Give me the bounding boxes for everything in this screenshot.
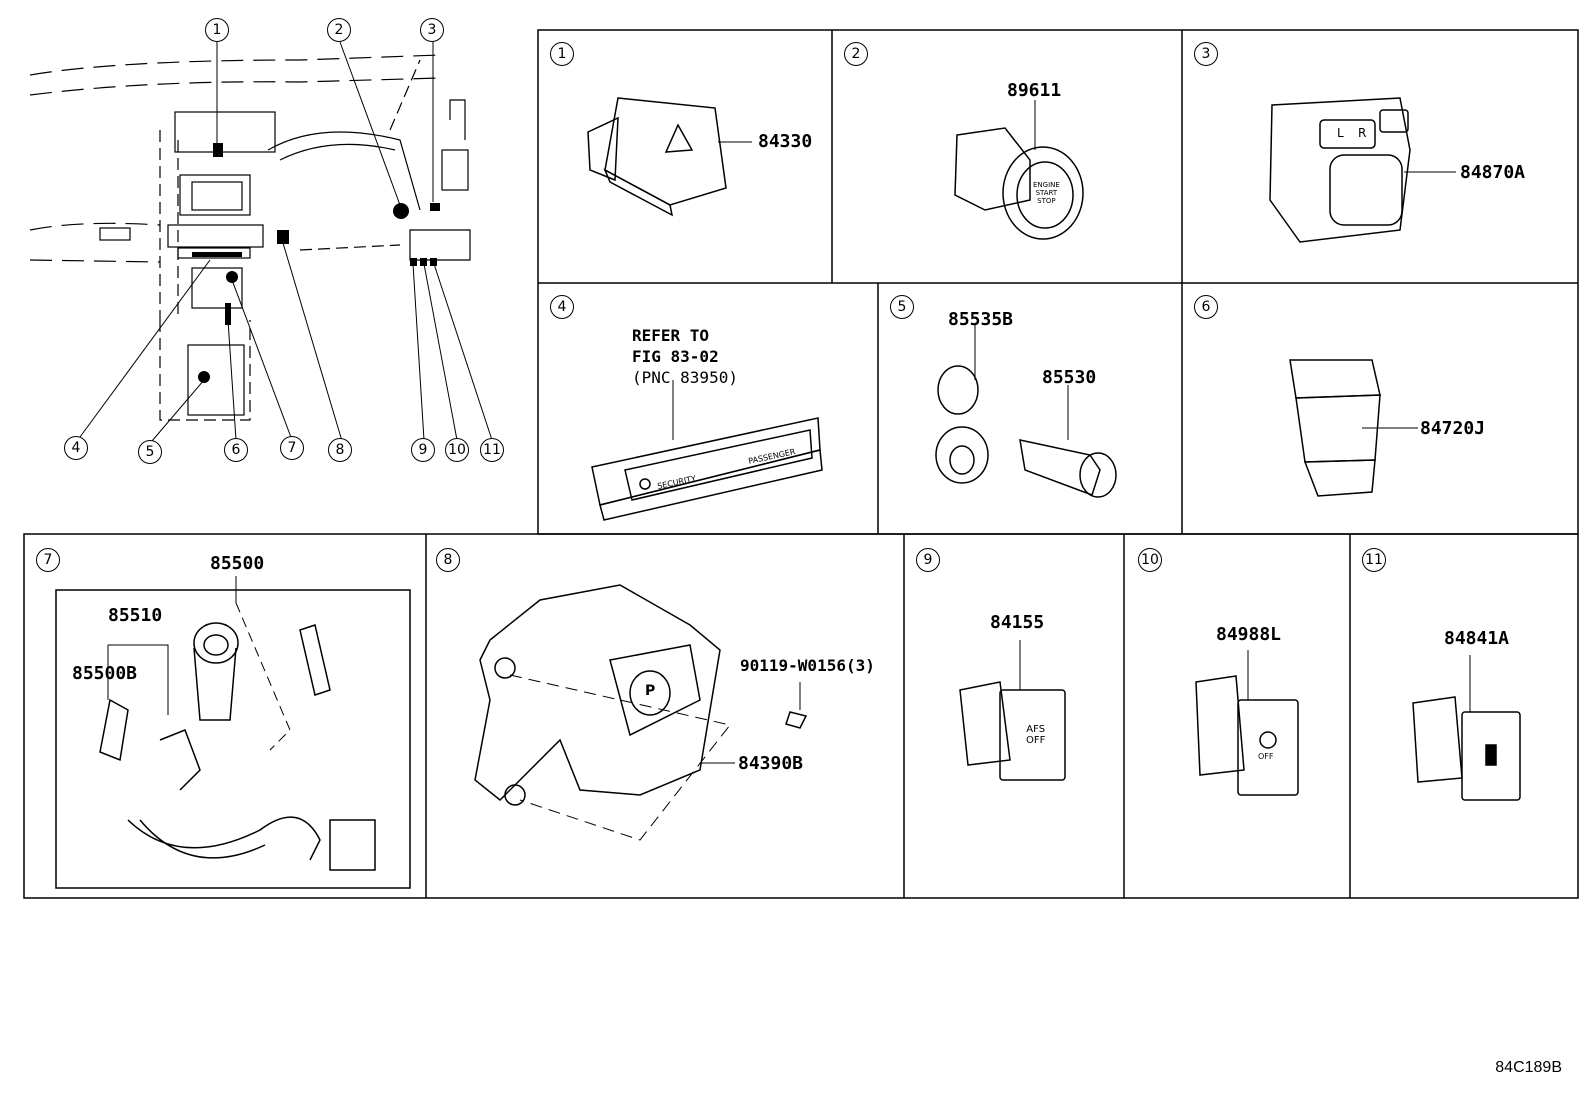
part-label-85500b: 85500B bbox=[72, 663, 138, 684]
start-label-engine: ENGINE bbox=[1033, 181, 1060, 189]
overview-callout-6: 6 bbox=[224, 438, 248, 462]
start-button-illustration bbox=[954, 100, 1084, 240]
overview-callout-3: 3 bbox=[420, 18, 444, 42]
part-label-84390b: 84390B bbox=[738, 753, 804, 774]
figure-code: 84C189B bbox=[1495, 1059, 1562, 1076]
overview-callout-4: 4 bbox=[64, 436, 88, 460]
start-label-start: START bbox=[1035, 189, 1058, 197]
part-label-84870a: 84870A bbox=[1460, 162, 1526, 183]
parking-p-label: P bbox=[645, 683, 656, 699]
overview-callout-8: 8 bbox=[328, 438, 352, 462]
panel-number-3: 3 bbox=[1194, 42, 1218, 66]
bottom-panel-frame bbox=[23, 533, 1579, 899]
lighter-illustration bbox=[935, 325, 1117, 498]
panel-number-4: 4 bbox=[550, 295, 574, 319]
security-switch-illustration bbox=[591, 380, 823, 521]
switch-84841a-illustration bbox=[1412, 655, 1521, 801]
mirror-switch-illustration bbox=[1269, 97, 1456, 243]
overview-callout-5: 5 bbox=[138, 440, 162, 464]
afs-off-text: AFS OFF bbox=[1026, 724, 1045, 746]
panel-number-5: 5 bbox=[890, 295, 914, 319]
overview-callout-11: 11 bbox=[480, 438, 504, 462]
power-outlet-illustration bbox=[99, 576, 376, 871]
afs-off-label: OFF bbox=[1026, 735, 1046, 746]
part-label-85530: 85530 bbox=[1042, 367, 1097, 388]
afs-off-switch-illustration bbox=[959, 640, 1066, 781]
hazard-switch-illustration bbox=[587, 97, 752, 217]
part-label-85500: 85500 bbox=[210, 553, 265, 574]
overview-callout-10: 10 bbox=[445, 438, 469, 462]
panel-number-1: 1 bbox=[550, 42, 574, 66]
panel-number-8: 8 bbox=[436, 548, 460, 572]
panel-number-10: 10 bbox=[1138, 548, 1162, 572]
part-label-85510: 85510 bbox=[108, 605, 163, 626]
afs-label: AFS bbox=[1026, 724, 1046, 735]
panel-number-11: 11 bbox=[1362, 548, 1386, 572]
panel-number-9: 9 bbox=[916, 548, 940, 572]
switch-84720j-illustration bbox=[1289, 359, 1418, 497]
parking-brake-switch-illustration bbox=[474, 584, 808, 841]
refer-note-line-3: (PNC 83950) bbox=[632, 368, 738, 387]
part-label-85535b: 85535B bbox=[948, 309, 1014, 330]
overview-callout-9: 9 bbox=[411, 438, 435, 462]
part-label-84155: 84155 bbox=[990, 612, 1045, 633]
off-switch-84988l-illustration bbox=[1195, 650, 1299, 796]
part-label-84330: 84330 bbox=[758, 131, 813, 152]
panel-number-2: 2 bbox=[844, 42, 868, 66]
overview-callout-1: 1 bbox=[205, 18, 229, 42]
overview-callout-7: 7 bbox=[280, 436, 304, 460]
part-label-89611: 89611 bbox=[1007, 80, 1062, 101]
part-label-84841a: 84841A bbox=[1444, 628, 1510, 649]
start-button-text: ENGINE START STOP bbox=[1033, 181, 1060, 205]
panel-number-6: 6 bbox=[1194, 295, 1218, 319]
start-label-stop: STOP bbox=[1037, 197, 1056, 205]
off-label: OFF bbox=[1258, 752, 1274, 761]
overview-callout-2: 2 bbox=[327, 18, 351, 42]
mirror-l-label: L bbox=[1337, 126, 1344, 140]
mirror-r-label: R bbox=[1358, 126, 1367, 140]
part-label-90119-w0156: 90119-W0156(3) bbox=[740, 656, 875, 675]
dashboard-overview bbox=[29, 54, 471, 421]
refer-note-line-2: FIG 83-02 bbox=[632, 347, 719, 366]
panel-number-7: 7 bbox=[36, 548, 60, 572]
refer-note-line-1: REFER TO bbox=[632, 326, 710, 345]
part-label-84720j: 84720J bbox=[1420, 418, 1486, 439]
part-label-84988l: 84988L bbox=[1216, 624, 1282, 645]
